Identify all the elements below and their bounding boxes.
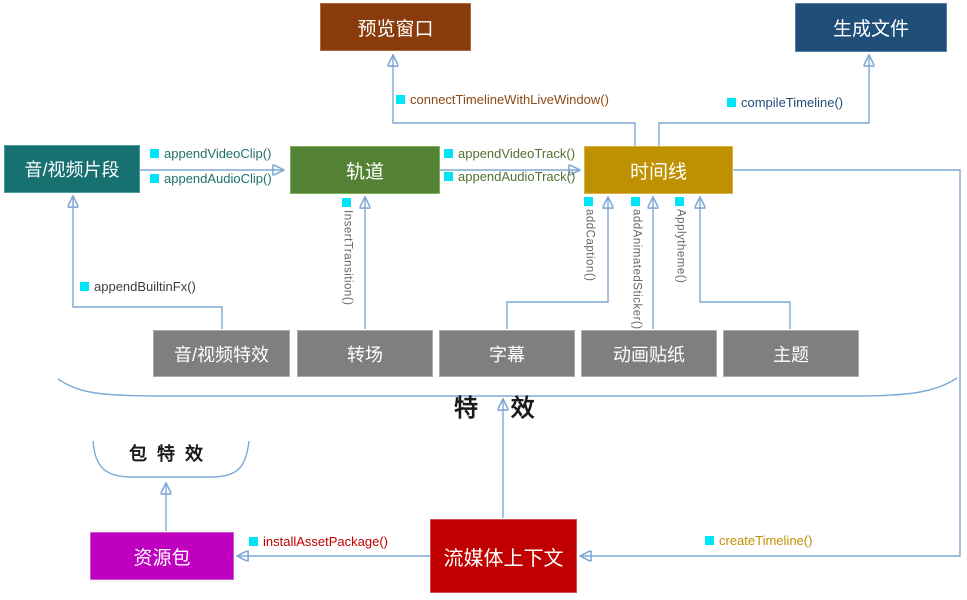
node-caption: 字幕 bbox=[439, 330, 575, 377]
bullet-square-icon bbox=[396, 95, 405, 104]
node-generate-file: 生成文件 bbox=[795, 3, 947, 52]
method-label: appendBuiltinFx() bbox=[94, 279, 196, 294]
node-asset-package: 资源包 bbox=[90, 532, 234, 580]
method-install-asset-package: installAssetPackage() bbox=[249, 535, 388, 548]
method-label: addAnimatedSticker() bbox=[630, 209, 643, 330]
method-connect-timeline-with-live-window: connectTimelineWithLiveWindow() bbox=[396, 93, 609, 106]
method-append-builtin-fx: appendBuiltinFx() bbox=[80, 280, 196, 293]
method-create-timeline: createTimeline() bbox=[705, 534, 812, 547]
method-add-caption: addCaption() bbox=[583, 197, 596, 282]
method-append-video-track: appendVideoTrack() bbox=[444, 147, 575, 160]
method-append-video-clip: appendVideoClip() bbox=[150, 147, 271, 160]
method-label: appendAudioTrack() bbox=[458, 169, 576, 184]
connector-theme-to-timeline bbox=[700, 198, 791, 329]
connector-avfx-to-clip bbox=[73, 197, 223, 329]
node-av-clip: 音/视频片段 bbox=[4, 145, 140, 193]
connector-timeline-to-context bbox=[581, 169, 961, 556]
package-effects-bracket bbox=[92, 440, 250, 478]
node-preview-window: 预览窗口 bbox=[320, 3, 471, 51]
method-label: compileTimeline() bbox=[741, 95, 844, 110]
method-apply-theme: Applytheme() bbox=[674, 197, 687, 284]
node-theme: 主题 bbox=[723, 330, 859, 377]
node-transition: 转场 bbox=[297, 330, 433, 377]
bullet-square-icon bbox=[150, 149, 159, 158]
method-label: InsertTransition() bbox=[341, 210, 354, 306]
method-label: appendVideoTrack() bbox=[458, 146, 576, 161]
connector-timeline-to-preview bbox=[393, 56, 636, 146]
node-av-fx: 音/视频特效 bbox=[153, 330, 290, 377]
bullet-square-icon bbox=[444, 172, 453, 181]
method-label: Applytheme() bbox=[674, 209, 687, 284]
bullet-square-icon bbox=[727, 98, 736, 107]
method-append-audio-clip: appendAudioClip() bbox=[150, 172, 272, 185]
effects-underbrace bbox=[57, 377, 958, 397]
method-append-audio-track: appendAudioTrack() bbox=[444, 170, 575, 183]
method-label: connectTimelineWithLiveWindow() bbox=[410, 92, 609, 107]
method-label: installAssetPackage() bbox=[263, 534, 388, 549]
method-add-animated-sticker: addAnimatedSticker() bbox=[630, 197, 643, 330]
effects-group-label: 特 效 bbox=[454, 395, 535, 422]
method-label: createTimeline() bbox=[719, 533, 813, 548]
node-animated-sticker: 动画贴纸 bbox=[581, 330, 717, 377]
bullet-square-icon bbox=[584, 197, 594, 206]
bullet-square-icon bbox=[444, 149, 453, 158]
connector-timeline-to-generate bbox=[658, 56, 869, 146]
bullet-square-icon bbox=[249, 537, 258, 546]
connector-caption-to-timeline bbox=[506, 198, 608, 329]
bullet-square-icon bbox=[150, 174, 159, 183]
method-label: addCaption() bbox=[583, 209, 596, 282]
bullet-square-icon bbox=[80, 282, 89, 291]
method-label: appendAudioClip() bbox=[164, 171, 272, 186]
bullet-square-icon bbox=[675, 197, 685, 206]
method-compile-timeline: compileTimeline() bbox=[727, 96, 843, 109]
node-timeline: 时间线 bbox=[584, 146, 733, 194]
bullet-square-icon bbox=[342, 198, 352, 207]
node-streaming-context: 流媒体上下文 bbox=[430, 519, 577, 593]
method-insert-transition: InsertTransition() bbox=[341, 198, 354, 306]
bullet-square-icon bbox=[631, 197, 641, 206]
package-effects-group-label: 包 特 效 bbox=[129, 444, 204, 464]
method-label: appendVideoClip() bbox=[164, 146, 272, 161]
node-track: 轨道 bbox=[290, 146, 440, 194]
bullet-square-icon bbox=[705, 536, 714, 545]
